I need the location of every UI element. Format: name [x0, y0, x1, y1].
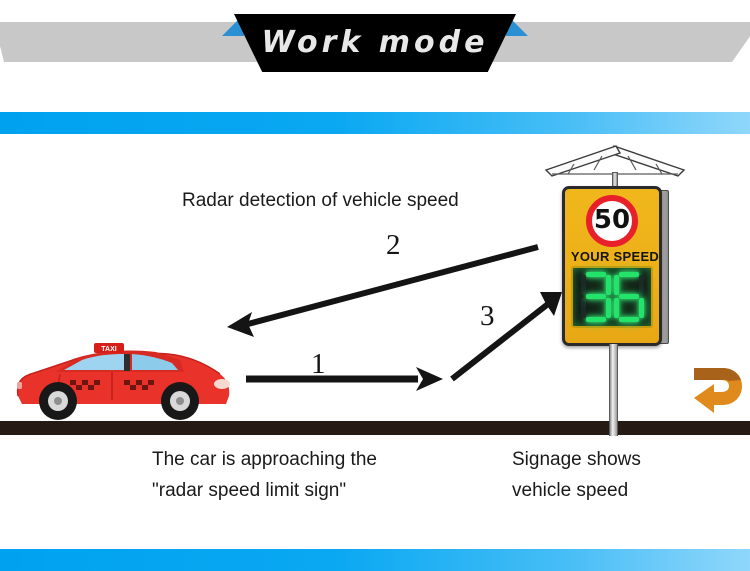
seg-g: [618, 294, 639, 299]
return-arrow-icon: [694, 368, 742, 413]
arrow-step-1: [246, 367, 443, 391]
page-header: Work mode: [0, 0, 750, 106]
seg-g: [585, 294, 606, 299]
seg-c: [638, 298, 644, 318]
seg-b: [638, 275, 644, 295]
flow-arrows: [227, 244, 562, 391]
caption-signage-shows: Signage shows vehicle speed: [512, 444, 641, 506]
svg-text:TAXI: TAXI: [101, 346, 116, 353]
seg-a: [618, 272, 639, 277]
caption-signage-shows-line1: Signage shows: [512, 449, 641, 470]
seg-a: [585, 272, 606, 277]
arrow-step-2: [227, 244, 539, 337]
sign-board: 50 YOUR SPEED: [562, 186, 662, 346]
your-speed-label: YOUR SPEED: [570, 249, 660, 264]
diagram-panel: Radar detection of vehicle speed 1 2 3: [0, 134, 750, 546]
caption-car-approaching-line1: The car is approaching the: [152, 449, 377, 470]
solar-panel-icon: [544, 145, 686, 177]
step-number-1: 1: [311, 348, 326, 380]
title-plate: Work mode: [234, 14, 516, 72]
seg-d: [585, 317, 606, 322]
step-number-3: 3: [480, 300, 495, 332]
led-digit-ones: [613, 272, 644, 322]
seg-c: [605, 298, 611, 318]
sign-pole: [609, 344, 618, 436]
page-title: Work mode: [261, 24, 489, 60]
radar-speed-sign: 50 YOUR SPEED: [540, 144, 690, 436]
seg-e: [580, 298, 586, 318]
arrow-step-3: [450, 292, 562, 382]
caption-car-approaching: The car is approaching the "radar speed …: [152, 444, 377, 506]
speed-limit-value: 50: [593, 205, 631, 235]
ground-strip: [0, 421, 750, 435]
seg-f: [613, 275, 619, 295]
caption-car-approaching-line2: "radar speed limit sign": [152, 480, 347, 501]
seg-e: [613, 298, 619, 318]
top-divider-bar: [0, 112, 750, 134]
step-number-2: 2: [386, 229, 401, 261]
seg-f: [580, 275, 586, 295]
led-speed-display: [571, 266, 653, 328]
seg-d: [618, 317, 639, 322]
bottom-divider-bar: [0, 549, 750, 571]
taxi-car: TAXI: [16, 343, 230, 420]
seg-b: [605, 275, 611, 295]
speed-limit-roundel: 50: [586, 195, 638, 247]
led-digit-tens: [580, 272, 611, 322]
caption-signage-shows-line2: vehicle speed: [512, 480, 629, 501]
caption-radar-detection: Radar detection of vehicle speed: [182, 190, 459, 211]
